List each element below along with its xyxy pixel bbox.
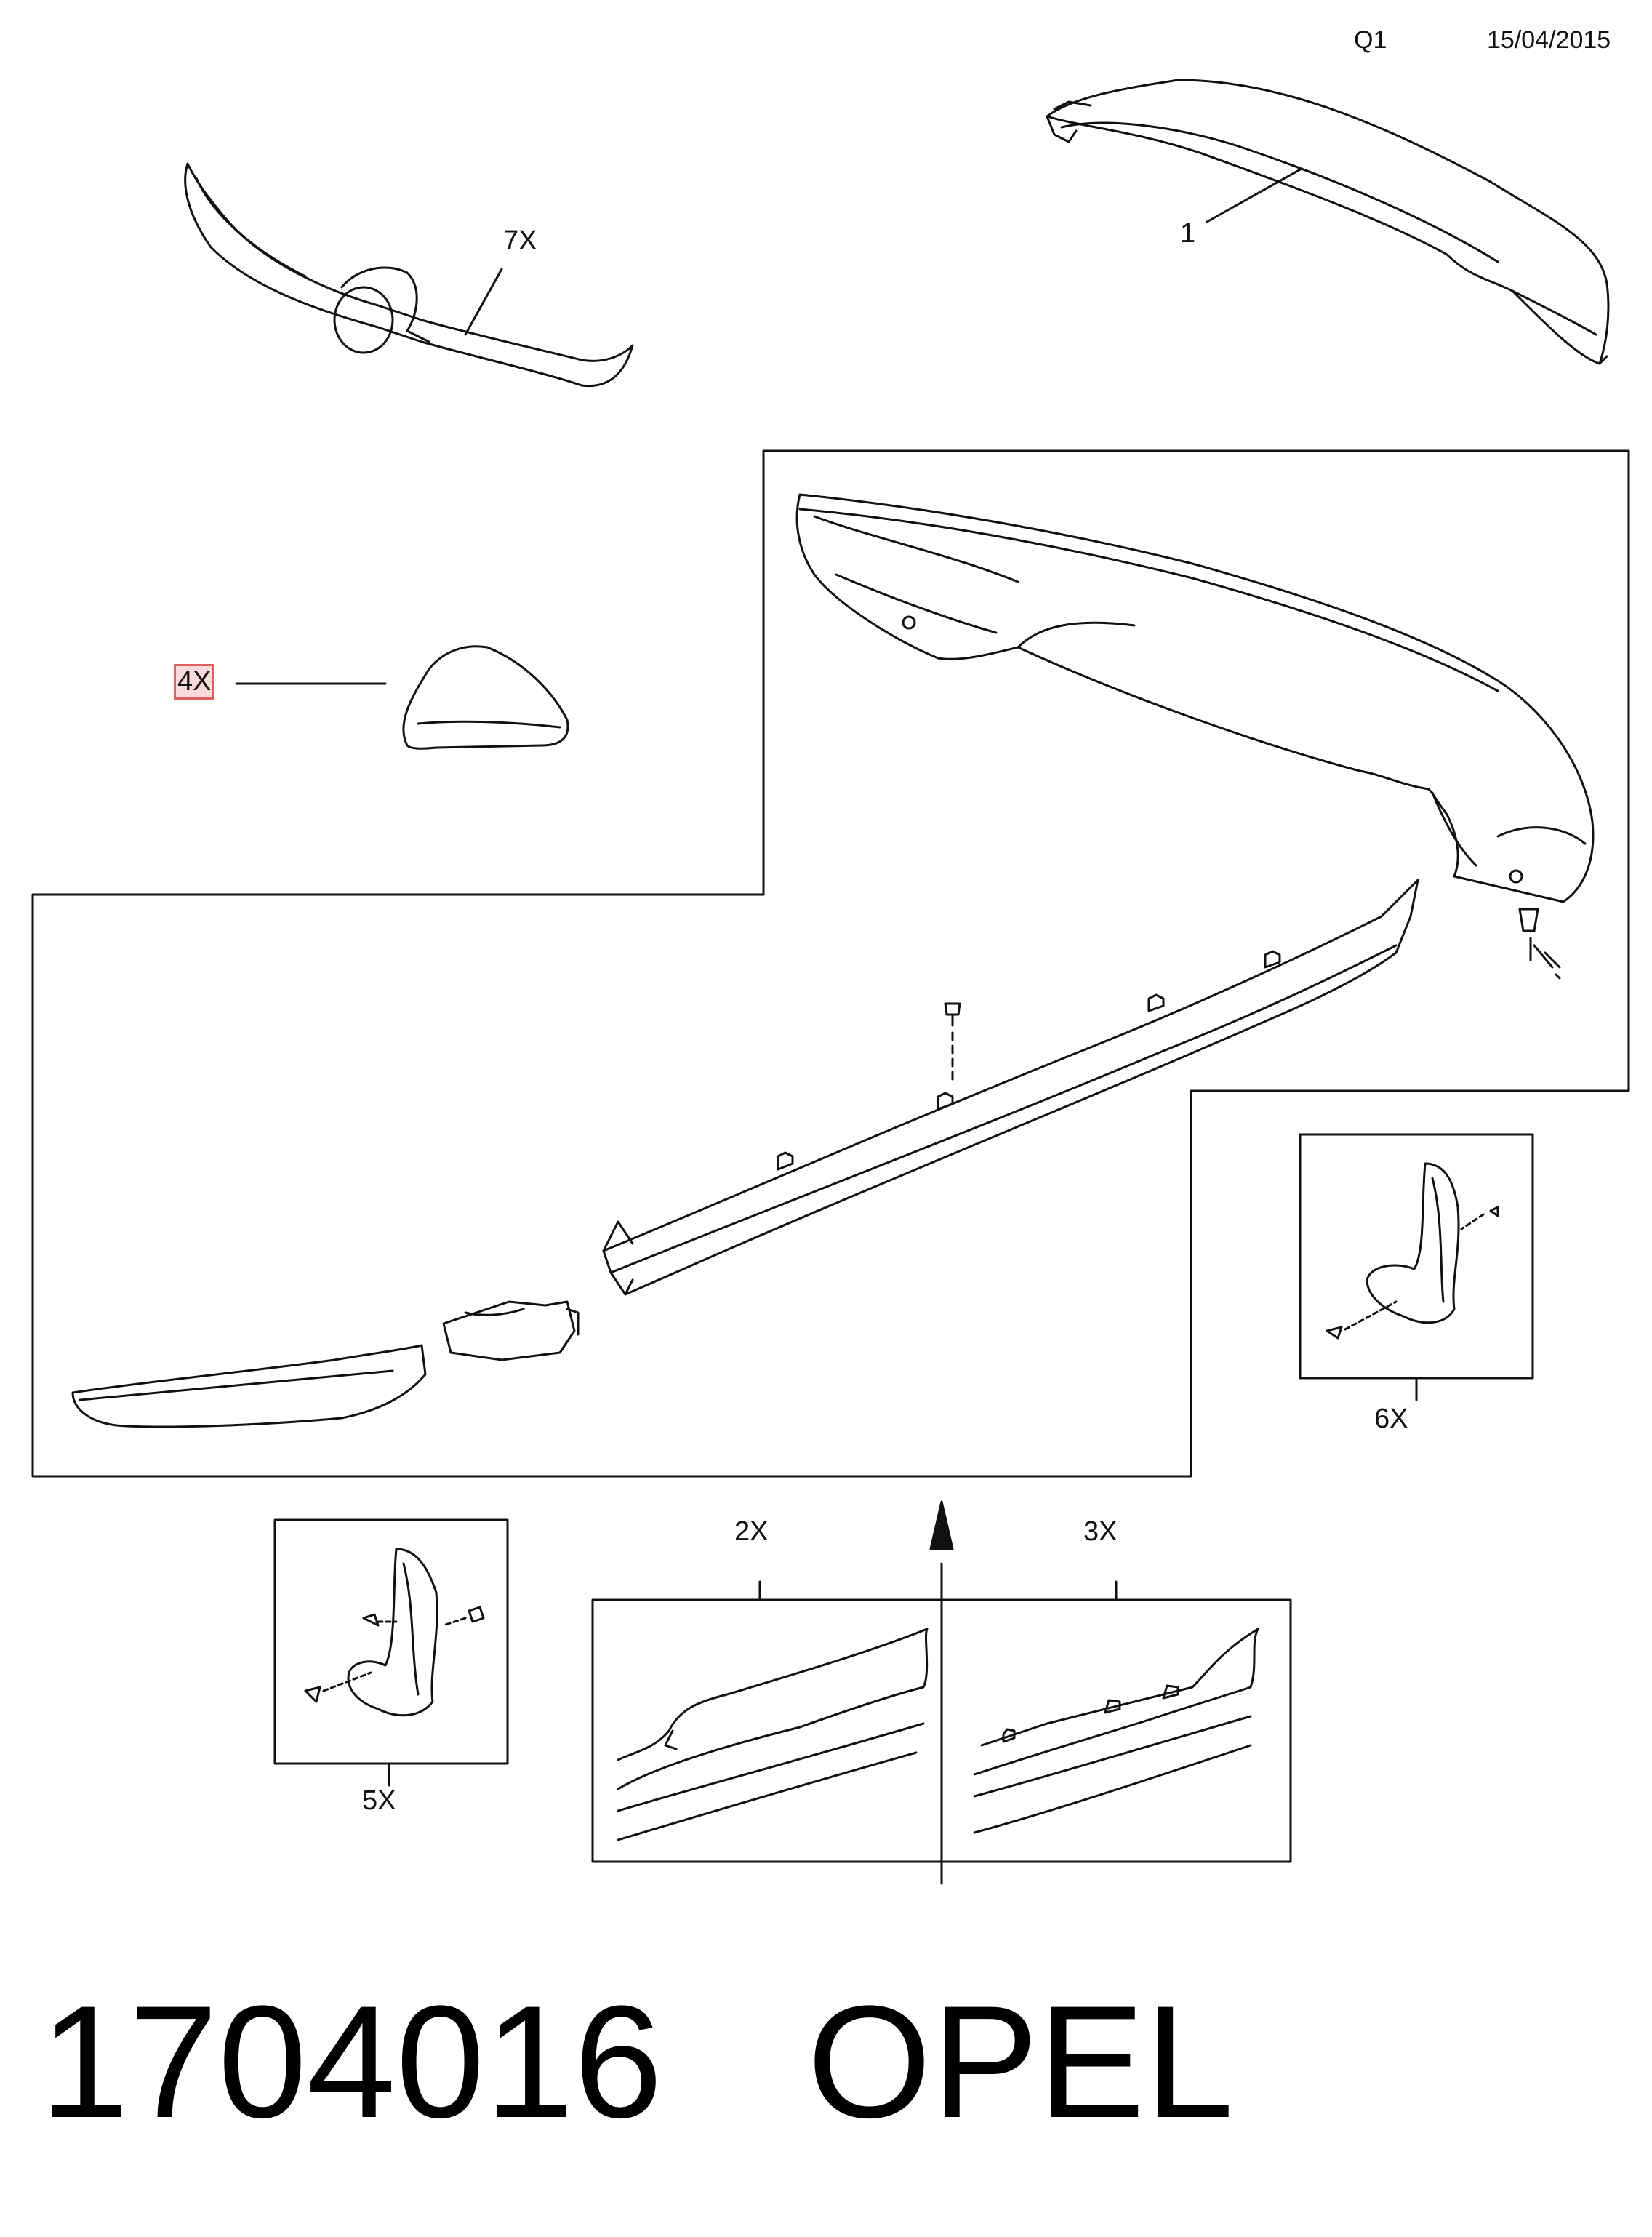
callout-7x: 7X [503, 225, 537, 256]
part-number: 1704016 [40, 1972, 663, 2151]
front-moulding-part [71, 1344, 427, 1428]
rear-diffuser-part [795, 493, 1595, 903]
clip-fastener-part [1518, 908, 1561, 980]
sill-variant-3x-part [973, 1628, 1259, 1834]
brand-name: OPEL [807, 1972, 1234, 2151]
callout-5x: 5X [362, 1785, 396, 1816]
mud-flap-5x-part [304, 1548, 485, 1717]
callout-2x: 2X [734, 1516, 769, 1547]
leader-line-7x [464, 268, 503, 336]
grille-trim-part [184, 162, 634, 388]
date-label: 15/04/2015 [1487, 26, 1611, 54]
box-6x [1299, 1133, 1534, 1380]
sheet-label: Q1 [1354, 26, 1387, 54]
callout-1: 1 [1180, 218, 1196, 249]
callout-4x: 4X [173, 664, 215, 700]
side-sill-part [602, 879, 1419, 1296]
pointer-arrow [929, 1500, 954, 1885]
leader-line-1 [1206, 167, 1303, 223]
box-2x-3x [591, 1598, 1292, 1863]
callout-6x: 6X [1374, 1404, 1408, 1434]
callout-3x: 3X [1083, 1516, 1118, 1547]
main-frame [31, 449, 1630, 1478]
push-pin-part [944, 1002, 961, 1085]
box-5x [273, 1518, 509, 1765]
roof-spoiler-part [1046, 79, 1610, 365]
mirror-cover-part [402, 645, 569, 750]
mud-flap-6x-part [1326, 1162, 1499, 1340]
sill-variant-2x-part [617, 1628, 929, 1841]
sill-end-cap-part [442, 1300, 580, 1361]
